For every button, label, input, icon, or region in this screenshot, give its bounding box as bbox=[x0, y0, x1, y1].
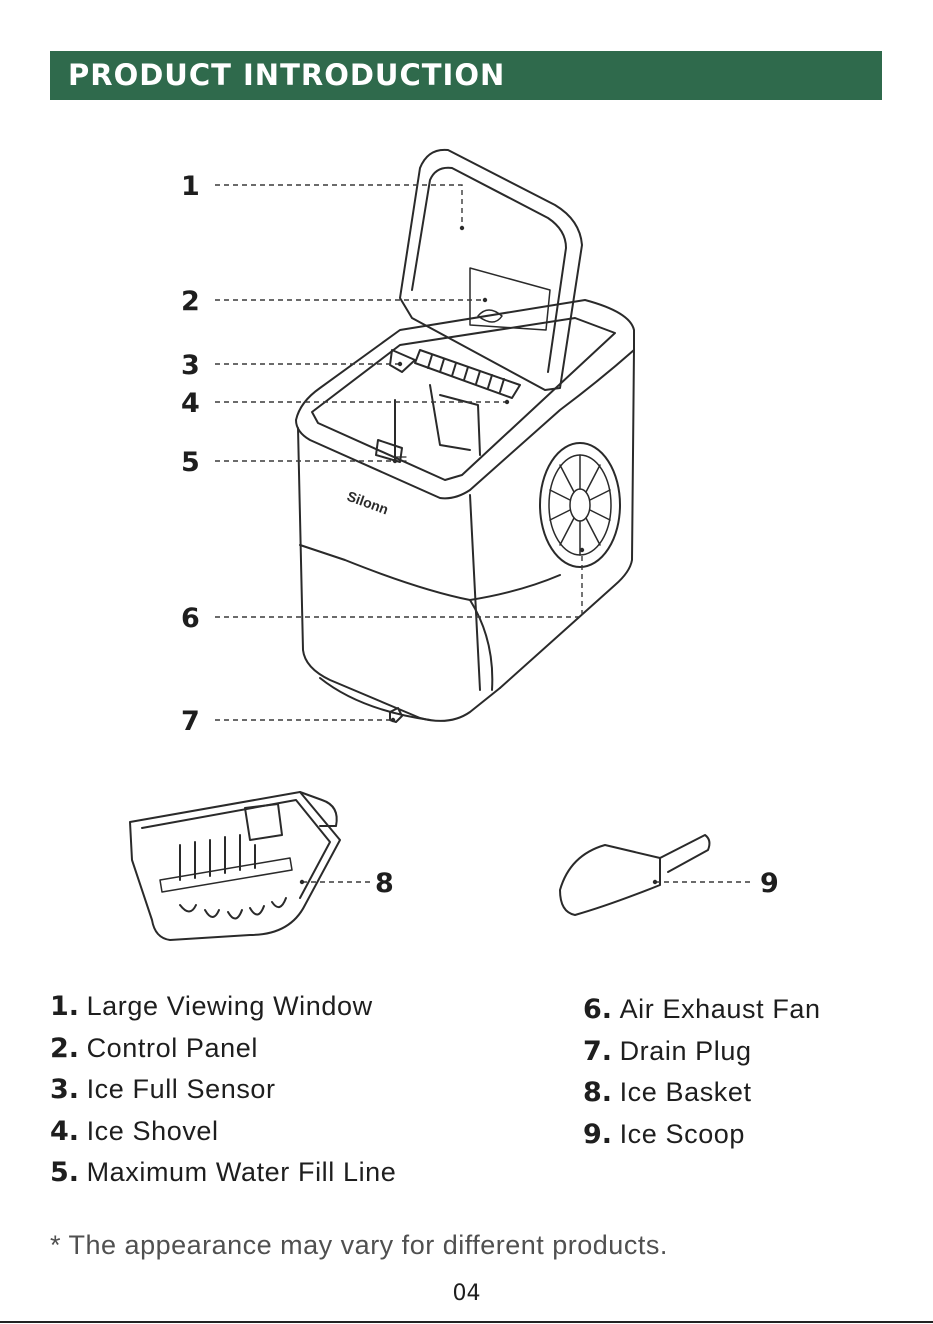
list-item: 8. Ice Basket bbox=[583, 1072, 821, 1114]
callout-leaders bbox=[215, 185, 752, 882]
list-item: 5. Maximum Water Fill Line bbox=[50, 1152, 396, 1194]
parts-list-right: 6. Air Exhaust Fan 7. Drain Plug 8. Ice … bbox=[583, 989, 821, 1155]
list-item: 7. Drain Plug bbox=[583, 1031, 821, 1073]
callout-5: 5 bbox=[181, 447, 200, 478]
product-diagram: 1 2 3 4 5 6 7 8 9 Silonn bbox=[0, 0, 933, 980]
callout-numbers: 1 2 3 4 5 6 7 8 9 bbox=[181, 171, 779, 899]
callout-7: 7 bbox=[181, 706, 200, 737]
ice-maker-illustration bbox=[296, 150, 634, 722]
page-number: 04 bbox=[0, 1281, 933, 1306]
ice-basket-illustration bbox=[130, 792, 340, 940]
callout-2: 2 bbox=[181, 286, 200, 317]
callout-1: 1 bbox=[181, 171, 200, 202]
callout-4: 4 bbox=[181, 388, 200, 419]
brand-logo: Silonn bbox=[345, 488, 391, 518]
list-item: 4. Ice Shovel bbox=[50, 1111, 396, 1153]
list-item: 9. Ice Scoop bbox=[583, 1114, 821, 1156]
list-item: 1. Large Viewing Window bbox=[50, 986, 396, 1028]
callout-6: 6 bbox=[181, 603, 200, 634]
parts-list-left: 1. Large Viewing Window 2. Control Panel… bbox=[50, 986, 396, 1194]
list-item: 3. Ice Full Sensor bbox=[50, 1069, 396, 1111]
list-item: 6. Air Exhaust Fan bbox=[583, 989, 821, 1031]
list-item: 2. Control Panel bbox=[50, 1028, 396, 1070]
callout-8: 8 bbox=[375, 868, 394, 899]
footnote: * The appearance may vary for different … bbox=[50, 1230, 668, 1261]
bottom-rule bbox=[0, 1321, 933, 1323]
callout-3: 3 bbox=[181, 350, 200, 381]
callout-9: 9 bbox=[760, 868, 779, 899]
ice-scoop-illustration bbox=[560, 835, 709, 915]
